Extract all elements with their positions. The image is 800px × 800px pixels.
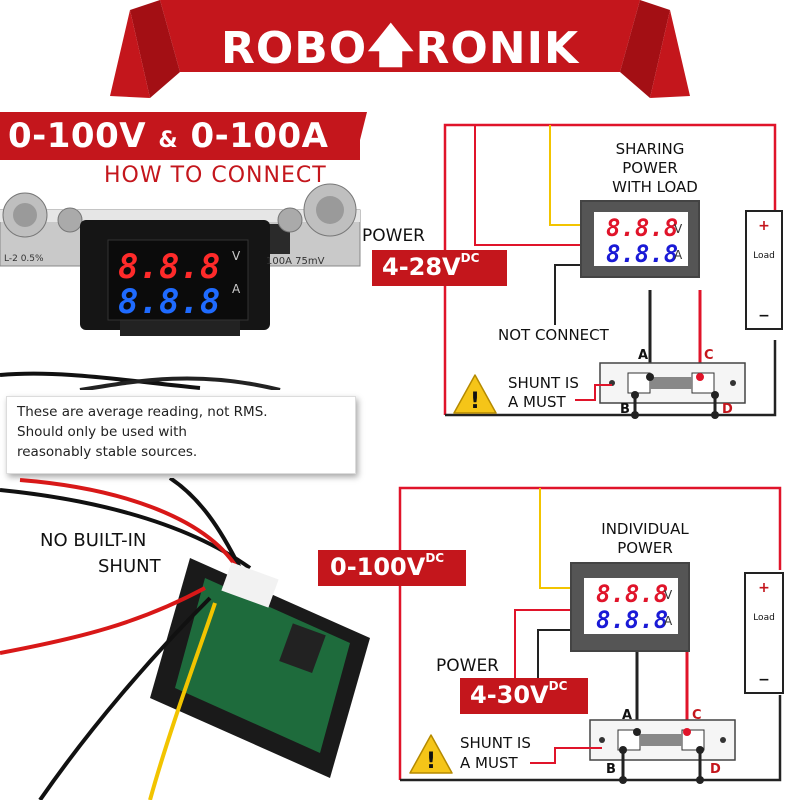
bottom-pin-b: B	[606, 762, 616, 777]
title-box-tip	[355, 112, 367, 160]
shunt-rating-label: 100A 75mV	[266, 256, 325, 267]
note-line-3: reasonably stable sources.	[17, 444, 198, 460]
warning-icon: !	[409, 734, 453, 774]
wiring-diagram-top	[443, 123, 777, 419]
top-pin-c: C	[704, 348, 714, 363]
svg-text:8.8.8: 8.8.8	[118, 247, 220, 287]
up-arrow-icon: 🡅	[367, 18, 416, 72]
brand-name-right: RONIK	[415, 23, 580, 74]
top-meter-voltage: 8.8.8	[606, 214, 679, 242]
top-load: + Load −	[745, 210, 783, 330]
top-power-unit: DC	[460, 251, 480, 265]
bottom-meter-diagram: 8.8.8 8.8.8 V A	[570, 562, 690, 652]
warning-icon: !	[453, 374, 497, 414]
bottom-pin-c: C	[692, 708, 702, 723]
top-not-connect-label: NOT CONNECT	[498, 326, 609, 344]
title-background	[0, 112, 360, 160]
top-power-range-tag: 4-28VDC	[372, 250, 507, 286]
bottom-pin-d: D	[710, 762, 721, 777]
brand-logo: ROBO🡅RONIK	[0, 14, 800, 92]
title-current: 0-100A	[190, 116, 329, 156]
svg-text:!: !	[470, 389, 480, 414]
svg-text:A: A	[232, 282, 241, 296]
svg-text:V: V	[232, 249, 241, 263]
bottom-load-label: Load	[753, 613, 775, 623]
bottom-heading-line2: POWER	[617, 539, 673, 557]
top-meter-diagram: 8.8.8 8.8.8 V A	[580, 200, 700, 278]
top-heading-line3: WITH LOAD	[612, 178, 698, 196]
top-power-label: POWER	[362, 226, 425, 246]
note-line-2: Should only be used with	[17, 424, 187, 440]
top-meter-unit-a: A	[674, 248, 683, 262]
top-load-plus: +	[758, 218, 770, 234]
brand-name-left: ROBO	[220, 23, 368, 74]
bottom-load-plus: +	[758, 580, 770, 596]
reading-note: These are average reading, not RMS. Shou…	[6, 396, 356, 474]
bottom-power-range: 4-30V	[470, 681, 549, 709]
bottom-range-label: 0-100V	[330, 553, 426, 581]
page-subtitle: HOW TO CONNECT	[104, 163, 327, 188]
top-load-minus: −	[758, 308, 770, 324]
bottom-power-label: POWER	[436, 656, 499, 676]
bottom-pin-a: A	[622, 708, 633, 723]
product-photo: 8.8.8 8.8.8 V A	[0, 183, 361, 390]
shunt-class-label: L-2 0.5%	[4, 254, 44, 264]
top-power-range: 4-28V	[382, 253, 461, 281]
bottom-load: + Load −	[744, 572, 784, 694]
top-shunt-warning-line1: SHUNT IS	[508, 374, 579, 392]
bottom-meter-unit-a: A	[664, 614, 673, 628]
bottom-load-minus: −	[758, 672, 770, 688]
svg-text:!: !	[426, 749, 436, 774]
top-pin-b: B	[620, 402, 630, 417]
top-shunt-warning-line2: A MUST	[508, 393, 566, 411]
top-load-label: Load	[753, 251, 775, 261]
bottom-range-tag: 0-100VDC	[318, 550, 466, 586]
title-voltage: 0-100V	[8, 116, 147, 156]
top-pin-a: A	[638, 348, 649, 363]
bottom-power-range-tag: 4-30VDC	[460, 678, 588, 714]
no-builtin-shunt-line1: NO BUILT-IN	[40, 530, 147, 551]
bottom-heading-line1: INDIVIDUAL	[601, 520, 689, 538]
bottom-range-unit: DC	[425, 551, 445, 565]
bottom-meter-voltage: 8.8.8	[596, 580, 669, 608]
note-line-1: These are average reading, not RMS.	[17, 404, 268, 420]
top-heading-line2: POWER	[622, 159, 678, 177]
wiring-diagram-bottom	[398, 486, 782, 784]
top-heading-line1: SHARING	[615, 140, 685, 158]
bottom-shunt-warning-line2: A MUST	[460, 754, 518, 772]
bottom-meter-unit-v: V	[664, 588, 673, 602]
bottom-power-unit: DC	[548, 679, 568, 693]
meter-rear-photo	[0, 478, 370, 800]
svg-text:8.8.8: 8.8.8	[118, 282, 220, 322]
top-pin-d: D	[722, 402, 733, 417]
brand-banner	[110, 0, 690, 98]
title-ampersand: &	[158, 128, 179, 153]
top-meter-current: 8.8.8	[606, 240, 679, 268]
top-meter-unit-v: V	[674, 222, 683, 236]
bottom-shunt-warning-line1: SHUNT IS	[460, 734, 531, 752]
page-title: 0-100V & 0-100A	[8, 116, 329, 156]
no-builtin-shunt-line2: SHUNT	[98, 556, 161, 577]
bottom-meter-current: 8.8.8	[596, 606, 669, 634]
